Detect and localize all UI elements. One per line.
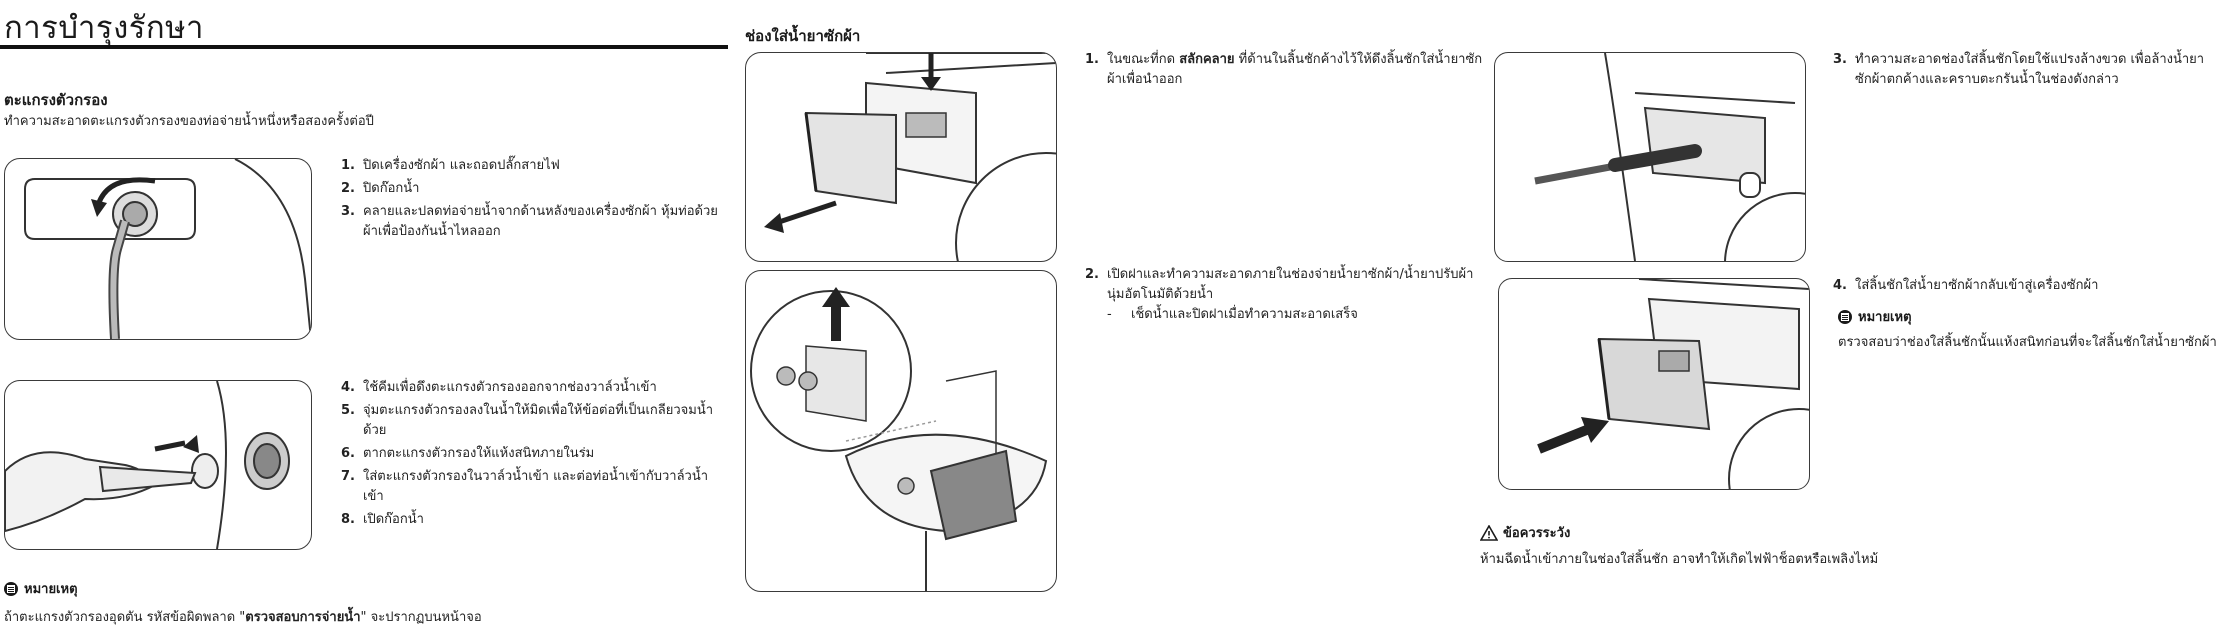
drawer-note-heading: หมายเหตุ [1838,306,1912,327]
list-item: 5.จุ่มตะแกรงตัวกรองลงในน้ำให้มิดเพื่อให้… [341,403,714,438]
filter-heading: ตะแกรงตัวกรอง [4,91,108,109]
filter-steps-4-8: 4.ใช้คีมเพื่อดึงตะแกรงตัวกรองออกจากช่องว… [341,378,726,533]
list-item: 4.ใช้คีมเพื่อดึงตะแกรงตัวกรองออกจากช่องว… [341,380,657,395]
bottle-brush-illustration [1494,52,1806,262]
warning-triangle-icon [1480,524,1498,541]
drawer-step-2: 2. เปิดฝาและทำความสะอาดภายในช่องจ่ายน้ำย… [1085,265,1485,325]
filter-intro: ทำความสะอาดตะแกรงตัวกรองของท่อจ่ายน้ำหนึ… [4,114,374,129]
list-item: 2.ปิดก๊อกน้ำ [341,181,420,196]
list-item: 8.เปิดก๊อกน้ำ [341,512,424,527]
list-item: 6.ตากตะแกรงตัวกรองให้แห้งสนิทภายในร่ม [341,446,595,461]
title-rule [0,45,728,49]
drawer-step-3: 3. ทำความสะอาดช่องใส่ลิ้นชักโดยใช้แปรงล้… [1833,52,2205,87]
drawer-pull-illustration [745,52,1057,262]
drawer-step-1: 1. ในขณะที่กด สลักคลาย ที่ด้านในลิ้นชักค… [1085,52,1483,87]
filter-note-heading: หมายเหตุ [4,578,78,599]
warning-text: ห้ามฉีดน้ำเข้าภายในช่องใส่ลิ้นชัก อาจทำใ… [1480,552,1879,567]
drawer-step-4: 4. ใส่ลิ้นชักใส่น้ำยาซักผ้ากลับเข้าสู่เค… [1833,278,2099,293]
drawer-basin-illustration [745,270,1057,592]
hose-valve-illustration [4,158,312,340]
note-icon [1838,309,1852,324]
list-item: 7.ใส่ตะแกรงตัวกรองในวาล์วน้ำเข้า และต่อท… [341,469,709,504]
note-icon [4,581,18,596]
drawer-insert-illustration [1498,278,1810,490]
drawer-heading: ช่องใส่น้ำยาซักผ้า [745,27,861,45]
drawer-step-2-sub: - เช็ดน้ำและปิดฝาเมื่อทำความสะอาดเสร็จ [1107,307,1358,322]
drawer-note-text: ตรวจสอบว่าช่องใส่ลิ้นชักนั้นแห้งสนิทก่อน… [1838,335,2217,350]
pliers-filter-illustration [4,380,312,550]
list-item: 1.ปิดเครื่องซักผ้า และถอดปลั๊กสายไฟ [341,158,560,173]
filter-steps-1-3: 1.ปิดเครื่องซักผ้า และถอดปลั๊กสายไฟ 2.ปิ… [341,156,726,245]
filter-note-text: ถ้าตะแกรงตัวกรองอุดตัน รหัสข้อผิดพลาด "ต… [4,610,482,625]
page-title: การบำรุงรักษา [4,10,204,46]
list-item: 3.คลายและปลดท่อจ่ายน้ำจากด้านหลังของเครื… [341,204,718,239]
warning-heading: ข้อควรระวัง [1480,522,1570,543]
